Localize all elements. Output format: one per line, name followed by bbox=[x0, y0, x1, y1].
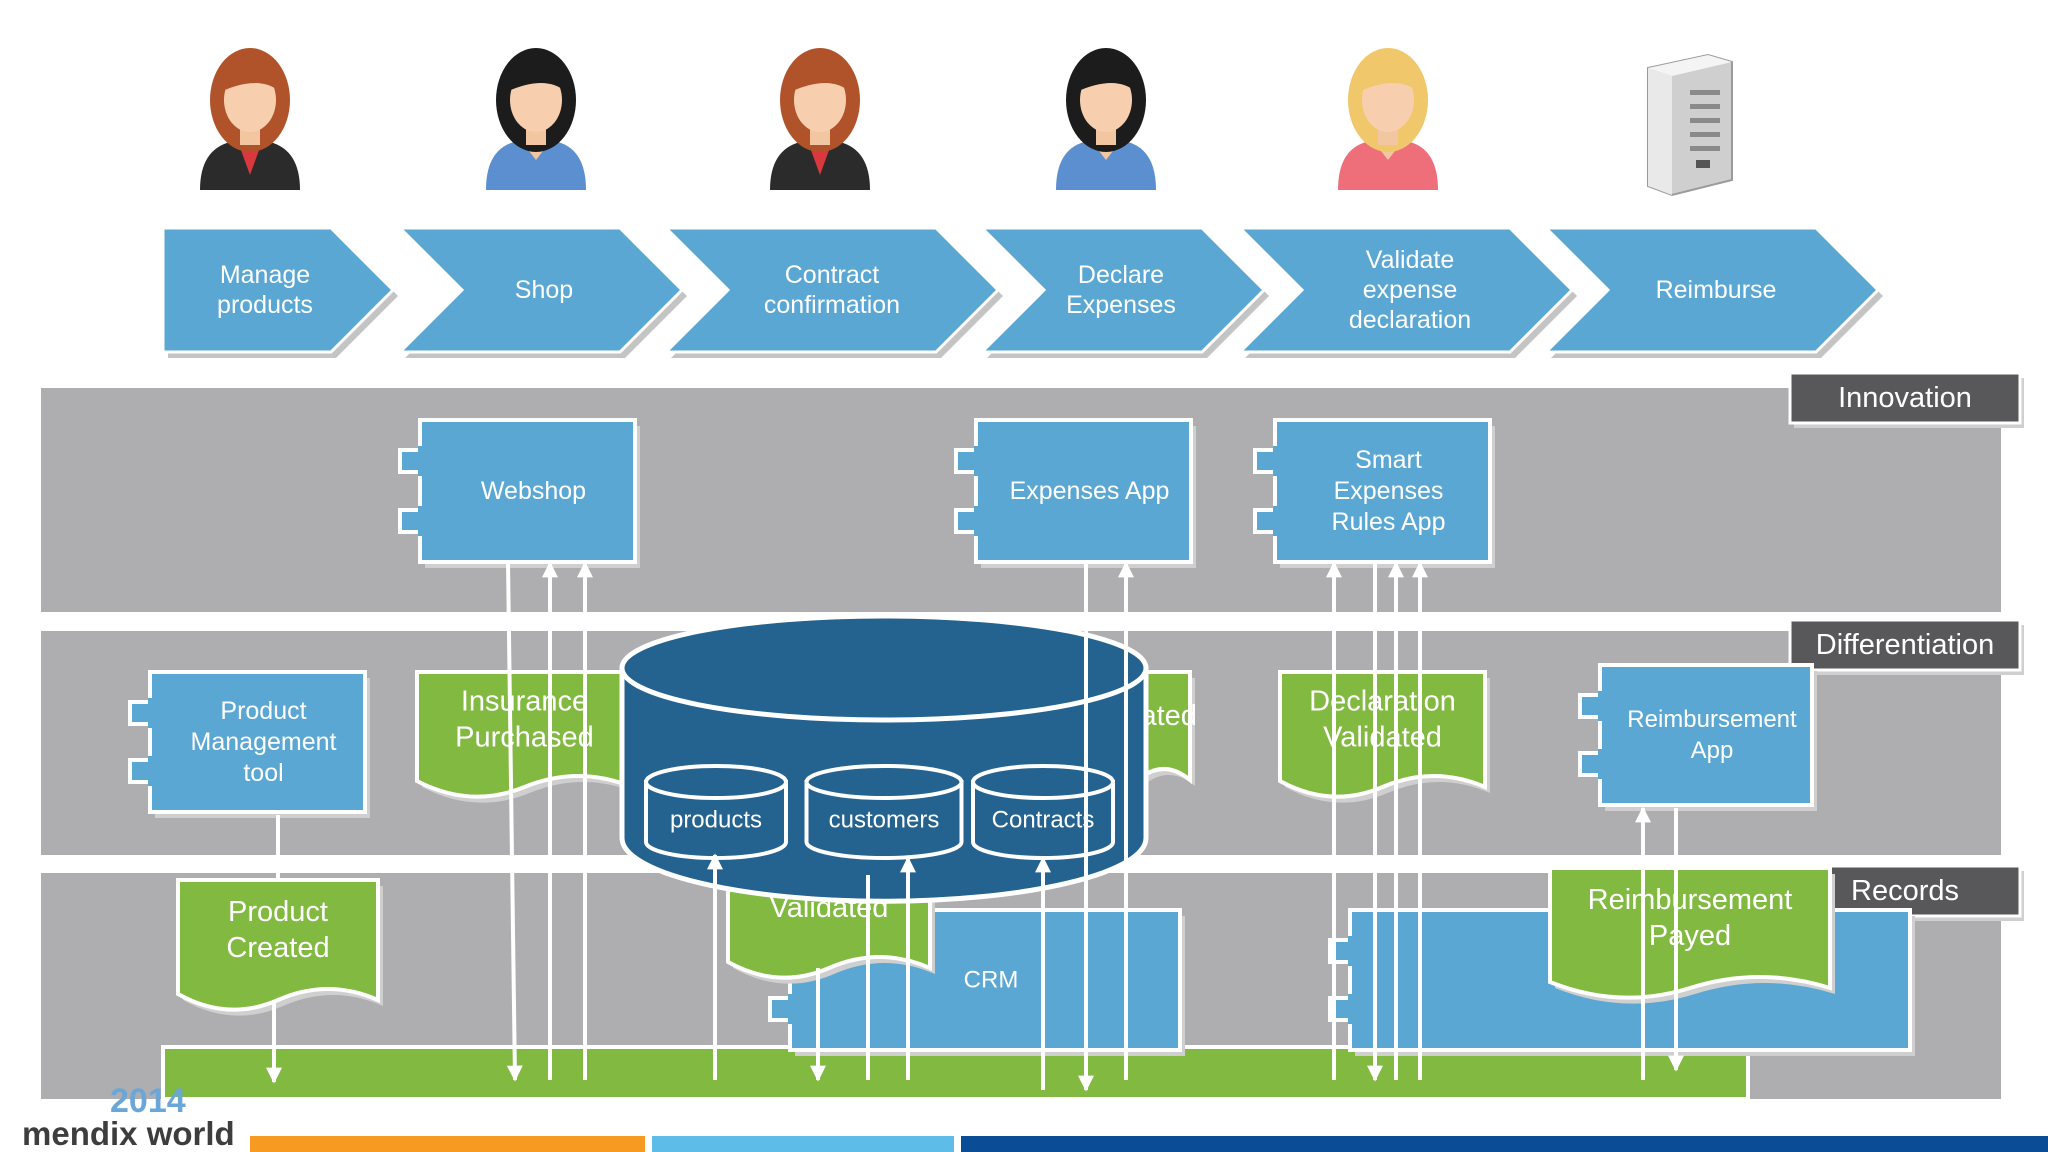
event-declaration-validated-label-line: Declaration bbox=[1309, 686, 1456, 718]
process-step-label: Shop bbox=[515, 276, 573, 304]
process-step-2: Shop bbox=[396, 226, 687, 358]
layer-label-text: Innovation bbox=[1838, 382, 1972, 414]
crm-system: CRM bbox=[768, 908, 1185, 1056]
event-product-created-label-line: Product bbox=[228, 896, 328, 928]
smart-expenses-rules-app-label-line: Smart bbox=[1355, 446, 1422, 474]
smart-expenses-rules-app-label-line: Rules App bbox=[1332, 508, 1446, 536]
event-product-created-label-line: Created bbox=[226, 932, 329, 964]
expenses-app: Expenses App bbox=[954, 418, 1196, 568]
reimbursement-app-label-line: App bbox=[1691, 737, 1734, 764]
db-table-products: products bbox=[644, 764, 788, 860]
connector-arrow bbox=[506, 561, 523, 1082]
process-step-label-line: Reimburse bbox=[1656, 276, 1777, 304]
redhead-businesswoman-icon bbox=[200, 48, 300, 190]
process-step-6: Reimburse bbox=[1542, 226, 1883, 358]
product-management-tool-label-line: Management bbox=[191, 728, 337, 756]
product-management-tool-label-line: tool bbox=[243, 759, 283, 787]
layer-label-innovation: Innovation bbox=[1788, 371, 2024, 428]
process-step-label-line: Shop bbox=[515, 276, 573, 304]
dark-hair-woman-icon bbox=[1056, 48, 1156, 190]
blonde-woman-icon bbox=[1338, 48, 1438, 190]
logo-year: 2014 bbox=[110, 1082, 186, 1120]
process-step-label-line: Manage bbox=[220, 261, 310, 289]
expenses-app-label-line: Expenses App bbox=[1010, 477, 1170, 505]
crm-system-label: CRM bbox=[964, 967, 1019, 994]
layer-label-text-line: Records bbox=[1851, 875, 1959, 907]
process-step-label-line: products bbox=[217, 291, 313, 319]
dark-hair-woman-icon bbox=[486, 48, 586, 190]
db-table-label: products bbox=[670, 807, 762, 834]
footer-bar-orange bbox=[250, 1136, 645, 1152]
layer-label-text: Differentiation bbox=[1816, 629, 1994, 661]
webshop-app: Webshop bbox=[398, 418, 640, 568]
event-reimbursement-payed-label-line: Payed bbox=[1649, 920, 1731, 952]
event-insurance-purchased-label-line: Insurance bbox=[461, 686, 588, 718]
process-step-label-line: Declare bbox=[1078, 261, 1164, 289]
layer-label-differentiation: Differentiation bbox=[1788, 618, 2024, 675]
db-table-label: customers bbox=[829, 807, 940, 834]
product-management-tool-label-line: Product bbox=[220, 697, 306, 725]
process-step-label-line: Expenses bbox=[1066, 291, 1176, 319]
reimbursement-app-label-line: Reimbursement bbox=[1627, 706, 1797, 733]
footer-bar-light-blue bbox=[652, 1136, 954, 1152]
layer-label-text-line: Differentiation bbox=[1816, 629, 1994, 661]
process-step-label-line: expense bbox=[1363, 276, 1458, 304]
process-step-label-line: Contract bbox=[785, 261, 880, 289]
db-table-contracts: Contracts bbox=[971, 764, 1115, 860]
event-declaration-validated-label-line: Validated bbox=[1323, 722, 1442, 754]
crm-system-label-line: CRM bbox=[964, 967, 1019, 994]
process-step-label-line: declaration bbox=[1349, 306, 1471, 334]
expenses-app-label: Expenses App bbox=[1010, 477, 1170, 505]
layer-label-text-line: Innovation bbox=[1838, 382, 1972, 414]
db-table-customers: customers bbox=[804, 764, 964, 860]
smart-expenses-rules-app-label-line: Expenses bbox=[1334, 477, 1444, 505]
db-table-label: Contracts bbox=[992, 807, 1095, 834]
layer-label-text: Records bbox=[1851, 875, 1959, 907]
server-icon bbox=[1647, 53, 1733, 197]
logo-name: mendix world bbox=[22, 1115, 235, 1152]
process-step-label: Reimburse bbox=[1656, 276, 1777, 304]
event-reimbursement-payed-label-line: Reimbursement bbox=[1588, 884, 1793, 916]
process-step-label-line: confirmation bbox=[764, 291, 900, 319]
webshop-app-label: Webshop bbox=[481, 477, 586, 505]
footer-bar-navy bbox=[961, 1136, 2048, 1152]
redhead-businesswoman-icon bbox=[770, 48, 870, 190]
connectors bbox=[266, 561, 1684, 1092]
database: products customers Contracts bbox=[619, 613, 1149, 904]
webshop-app-label-line: Webshop bbox=[481, 477, 586, 505]
process-step-label-line: Validate bbox=[1366, 246, 1455, 274]
event-insurance-purchased-label-line: Purchased bbox=[455, 722, 594, 754]
